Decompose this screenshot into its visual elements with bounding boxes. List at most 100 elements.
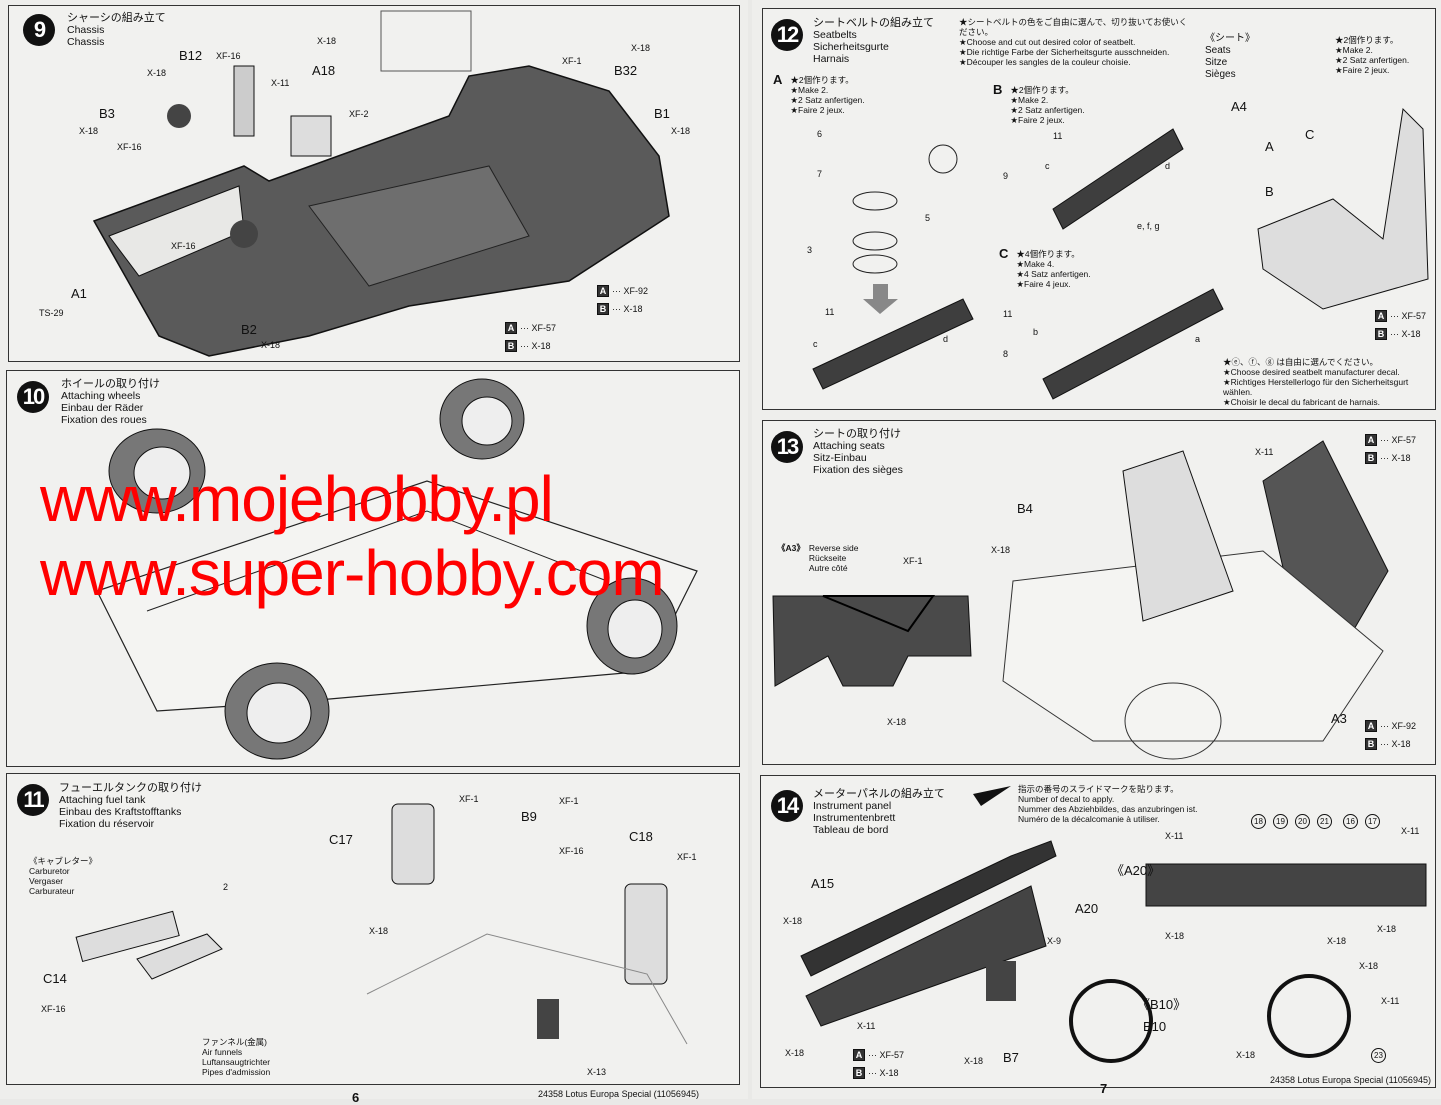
seats-illustration (772, 440, 1389, 760)
callout-label: B (1265, 184, 1274, 199)
callout-label: 9 (1003, 171, 1009, 181)
step-number: 12 (771, 19, 803, 51)
left-product-code: 24358 Lotus Europa Special (11056945) (538, 1089, 699, 1099)
paint-legend-2: A··· XF-92 B··· X-18 (1365, 717, 1416, 753)
callout-label: XF-16 (171, 241, 196, 251)
callout-label: A18 (312, 63, 336, 78)
callout-label: 5 (925, 213, 931, 223)
watermark: www.mojehobby.pl www.super-hobby.com (40, 463, 665, 609)
callout-label: 3 (807, 245, 813, 255)
callout-label: X-11 (1165, 831, 1184, 841)
callout-label: X-11 (1401, 826, 1420, 836)
decal-choice-note: ★ⓔ、ⓕ、ⓖ は自由に選んでください。★Choose desired seatb… (1223, 357, 1409, 407)
callout-label: X-13 (587, 1067, 607, 1077)
callout-label: c (813, 339, 818, 349)
decal-number: 16 (1343, 814, 1358, 829)
step-number: 9 (23, 14, 55, 46)
callout-label: X-18 (261, 340, 281, 350)
callout-label: B2 (241, 322, 257, 337)
callout-label: X-18 (991, 545, 1011, 555)
callout-label: B9 (521, 809, 537, 824)
paint-legend: A··· XF-57 B··· X-18 (853, 1046, 904, 1082)
callout-label: B10 (1143, 1019, 1167, 1034)
decal-number: 18 (1251, 814, 1266, 829)
step-number: 13 (771, 431, 803, 463)
paint-legend: A··· XF-57 B··· X-18 (1365, 431, 1416, 467)
callout-label: A1 (71, 286, 87, 301)
callout-label: X-11 (271, 78, 290, 88)
decal-number: 23 (1371, 1048, 1386, 1063)
callout-label: X-18 (1359, 961, 1379, 971)
callout-label: XF-2 (349, 109, 369, 119)
step-title: フューエルタンクの取り付け Attaching fuel tank Einbau… (59, 782, 202, 830)
callout-label: B7 (1003, 1050, 1019, 1065)
callout-label: 《B10》 (1137, 997, 1187, 1012)
seatbelt-color-note: ★シートベルトの色をご自由に選んで、切り抜いてお使いください。★Choose a… (959, 17, 1188, 67)
callout-label: A (1265, 139, 1274, 154)
callout-label: C (1305, 127, 1315, 142)
callout-label: X-18 (1377, 924, 1397, 934)
callout-label: B4 (1017, 501, 1033, 516)
callout-label: X-18 (785, 1048, 805, 1058)
paint-legend-2: A··· XF-57 B··· X-18 (505, 319, 556, 355)
wheels-illustration (96, 378, 698, 760)
callout-label: C14 (43, 971, 67, 986)
callout-label: XF-16 (559, 846, 584, 856)
callout-label: B3 (99, 106, 115, 121)
decal-number: 21 (1317, 814, 1332, 829)
callout-label: C17 (329, 832, 353, 847)
callout-label: X-18 (964, 1056, 984, 1066)
callout-label: XF-1 (459, 794, 479, 804)
callout-label: 11 (1003, 309, 1013, 319)
callout-label: XF-1 (903, 556, 923, 566)
callout-label: 6 (817, 129, 823, 139)
callout-label: d (943, 334, 949, 344)
decal-number: 19 (1273, 814, 1288, 829)
callout-label: XF-16 (41, 1004, 66, 1014)
callout-label: X-18 (1236, 1050, 1256, 1060)
callout-label: A4 (1231, 99, 1247, 114)
callout-label: B1 (654, 106, 670, 121)
sub-c-note: C ★4個作ります。★Make 4.★4 Satz anfertigen.★Fa… (999, 246, 1091, 289)
callout-label: X-18 (1327, 936, 1347, 946)
step-number: 10 (17, 381, 49, 413)
callout-label: X-18 (147, 68, 167, 78)
callout-label: B12 (179, 48, 203, 63)
callout-label: XF-1 (562, 56, 582, 66)
callout-label: X-18 (317, 36, 337, 46)
paint-legend: A··· XF-57 B··· X-18 (1375, 307, 1426, 343)
step-9-panel: 9 シャーシの組み立て Chassis Chassis A··· XF-92 B… (8, 5, 740, 362)
chassis-illustration (92, 10, 670, 357)
right-product-code: 24358 Lotus Europa Special (11056945) (1270, 1075, 1431, 1085)
callout-label: X-9 (1047, 936, 1062, 946)
callout-label: d (1165, 161, 1171, 171)
callout-label: a (1195, 334, 1201, 344)
callout-label: 11 (1053, 131, 1063, 141)
callout-label: b (1033, 327, 1039, 337)
callout-label: 《A20》 (1111, 863, 1161, 878)
callout-label: X-11 (1381, 996, 1400, 1006)
callout-label: XF-1 (677, 852, 697, 862)
callout-label: X-18 (79, 126, 99, 136)
callout-label: XF-16 (117, 142, 142, 152)
sub-a-note: A ★2個作ります。★Make 2.★2 Satz anfertigen.★Fa… (773, 72, 865, 115)
callout-label: 2 (223, 882, 229, 892)
callout-label: A3 (1331, 711, 1347, 726)
seats-make-note: ★2個作ります。★Make 2.★2 Satz anfertigen.★Fair… (1335, 35, 1410, 75)
callout-label: C18 (629, 829, 653, 844)
callout-label: 7 (817, 169, 823, 179)
paint-legend: A··· XF-92 B··· X-18 (597, 282, 648, 318)
step-title: ホイールの取り付け Attaching wheels Einbau der Rä… (61, 378, 160, 426)
callout-label: X-18 (1165, 931, 1185, 941)
step-11-panel: 11 フューエルタンクの取り付け Attaching fuel tank Ein… (6, 773, 740, 1085)
callout-label: X-18 (887, 717, 907, 727)
